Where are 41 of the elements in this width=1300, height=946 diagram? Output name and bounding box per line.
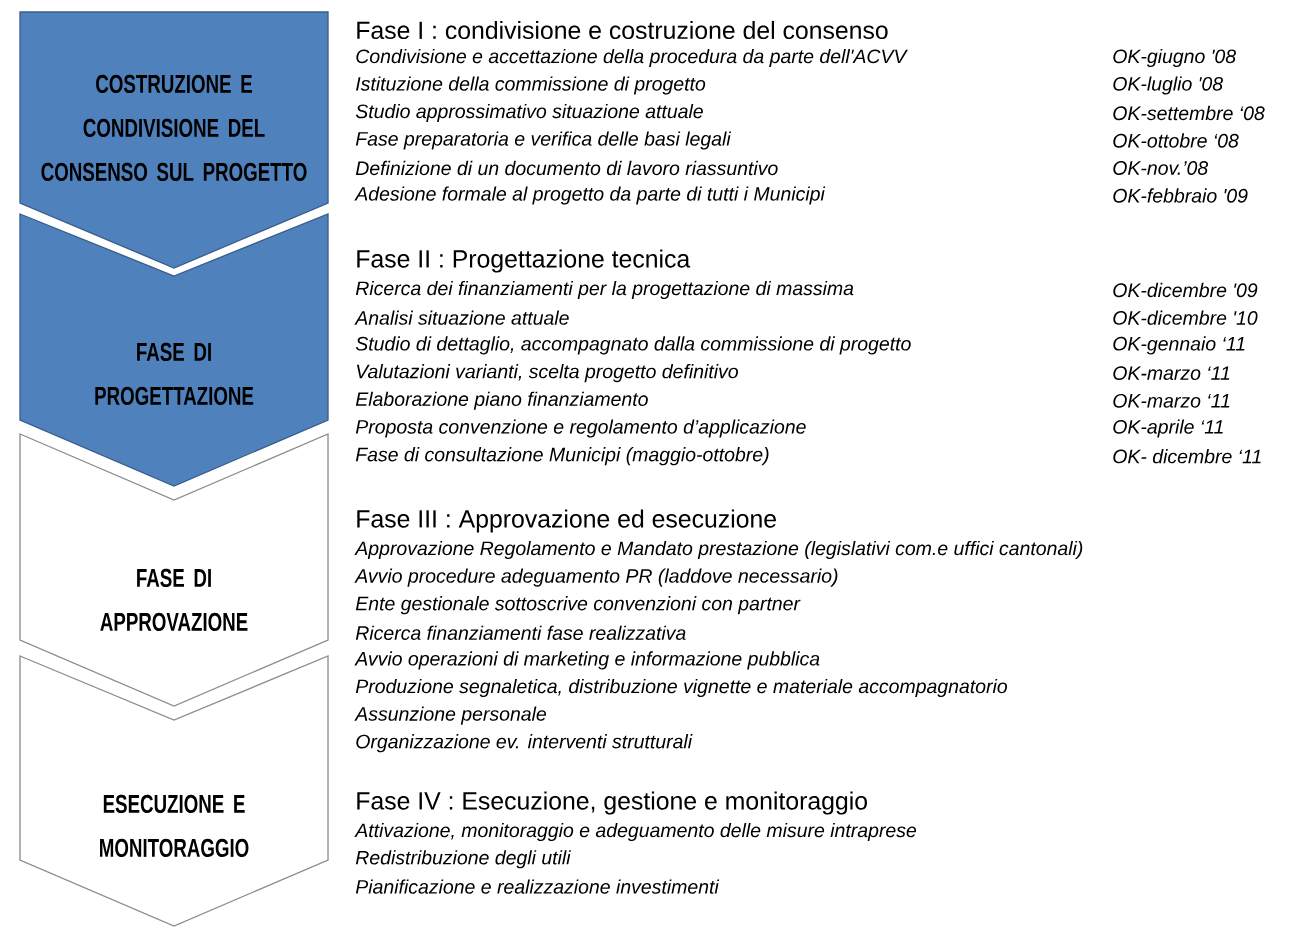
task-text: Valutazioni varianti, scelta progetto definitivo: [356, 364, 738, 383]
task-text: Elaborazione piano finanziamento: [355, 391, 648, 410]
phase-heading: Fase II : Progettazione tecnica: [357, 249, 691, 273]
task-text: Fase di consultazione Municipi (maggio-ottobre): [355, 447, 769, 466]
status-date: OK-ottobre ‘08: [1113, 133, 1239, 148]
task-text: Analisi situazione attuale: [354, 310, 569, 325]
status-date: OK-aprile ‘11: [1113, 419, 1223, 438]
phase-heading: Fase III : Approvazione ed esecuzione: [357, 509, 776, 533]
task-text: Istituzione della commissione di progetto: [356, 76, 706, 95]
status-date: OK-gennaio ‘11: [1113, 336, 1245, 355]
task-text: Fase preparatoria e verifica delle basi legali: [355, 131, 732, 150]
task-text: Ricerca finanziamenti fase realizzativa: [355, 625, 686, 640]
status-date: OK-giugno '08: [1113, 48, 1236, 68]
task-text: Adesione formale al progetto da parte di tutti i Municipi: [354, 186, 826, 205]
status-date: OK-settembre ‘08: [1113, 105, 1265, 121]
status-date: OK-luglio '08: [1113, 76, 1223, 95]
task-text: Avvio operazioni di marketing e informazione pubblica: [354, 651, 820, 670]
phase-heading: Fase IV : Esecuzione, gestione e monitoraggio: [357, 791, 867, 815]
task-text: Pianificazione e realizzazione investimenti: [355, 879, 720, 894]
task-text: Studio di dettaglio, accompagnato dalla commissione di progetto: [355, 336, 911, 355]
task-text: Proposta convenzione e regolamento d’applicazione: [355, 419, 806, 438]
status-date: OK-febbraio '09: [1113, 188, 1248, 203]
task-text: Avvio procedure adeguamento PR (laddove necessario): [354, 568, 838, 587]
status-date: OK-dicembre '09: [1113, 282, 1258, 298]
task-text: Assunzione personale: [354, 706, 547, 725]
task-text: Organizzazione ev. interventi strutturali: [356, 734, 693, 753]
task-text: Redistribuzione degli utili: [355, 850, 571, 869]
task-text: Condivisione e accettazione della procedura da parte dell'ACVV: [356, 48, 908, 68]
status-date: OK- dicembre ‘11: [1113, 449, 1261, 464]
task-text: Studio approssimativo situazione attuale: [355, 103, 703, 123]
task-text: Produzione segnaletica, distribuzione vignette e materiale accompagnatorio: [355, 678, 1008, 698]
task-text: Approvazione Regolamento e Mandato prestazione (legislativi com.e uffici cantonali): [354, 540, 1083, 560]
task-text: Attivazione, monitoraggio e adeguamento delle misure intraprese: [354, 822, 917, 842]
status-date: OK-marzo ‘11: [1113, 366, 1230, 380]
task-text: Ricerca dei finanziamenti per la progettazione di massima: [355, 280, 854, 300]
status-date: OK-dicembre '10: [1113, 310, 1258, 325]
status-date: OK-marzo ‘11: [1113, 393, 1230, 408]
phase-heading: Fase I : condivisione e costruzione del consenso: [357, 20, 888, 40]
task-text: Ente gestionale sottoscrive convenzioni con partner: [355, 596, 801, 615]
status-date: OK-nov.’08: [1113, 161, 1209, 175]
task-text: Definizione di un documento di lavoro riassuntivo: [355, 160, 778, 176]
